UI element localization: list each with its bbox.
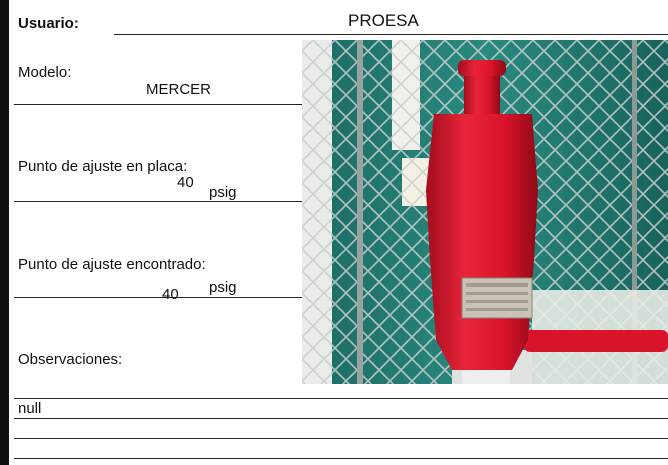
encontrado-value: 40 — [162, 286, 179, 303]
observaciones-value: null — [18, 400, 42, 417]
observaciones-label: Observaciones: — [18, 351, 123, 368]
encontrado-unit: psig — [209, 279, 237, 296]
usuario-underline — [114, 34, 668, 35]
observaciones-line-4 — [14, 458, 668, 459]
usuario-label: Usuario: — [18, 15, 79, 32]
placa-label: Punto de ajuste en placa: — [18, 158, 188, 175]
encontrado-underline — [14, 297, 302, 298]
placa-unit: psig — [209, 184, 237, 201]
valve-photo — [302, 40, 668, 384]
left-edge-bar — [0, 0, 9, 465]
observaciones-line-2 — [14, 418, 668, 419]
valve-photo-illustration — [302, 40, 668, 384]
placa-underline — [14, 201, 302, 202]
modelo-value: MERCER — [146, 81, 212, 98]
usuario-value: PROESA — [348, 11, 419, 30]
observaciones-line-1 — [14, 398, 668, 399]
encontrado-label: Punto de ajuste encontrado: — [18, 256, 206, 273]
modelo-underline — [14, 104, 302, 105]
placa-value: 40 — [177, 174, 194, 191]
modelo-label: Modelo: — [18, 64, 72, 81]
observaciones-line-3 — [14, 438, 668, 439]
